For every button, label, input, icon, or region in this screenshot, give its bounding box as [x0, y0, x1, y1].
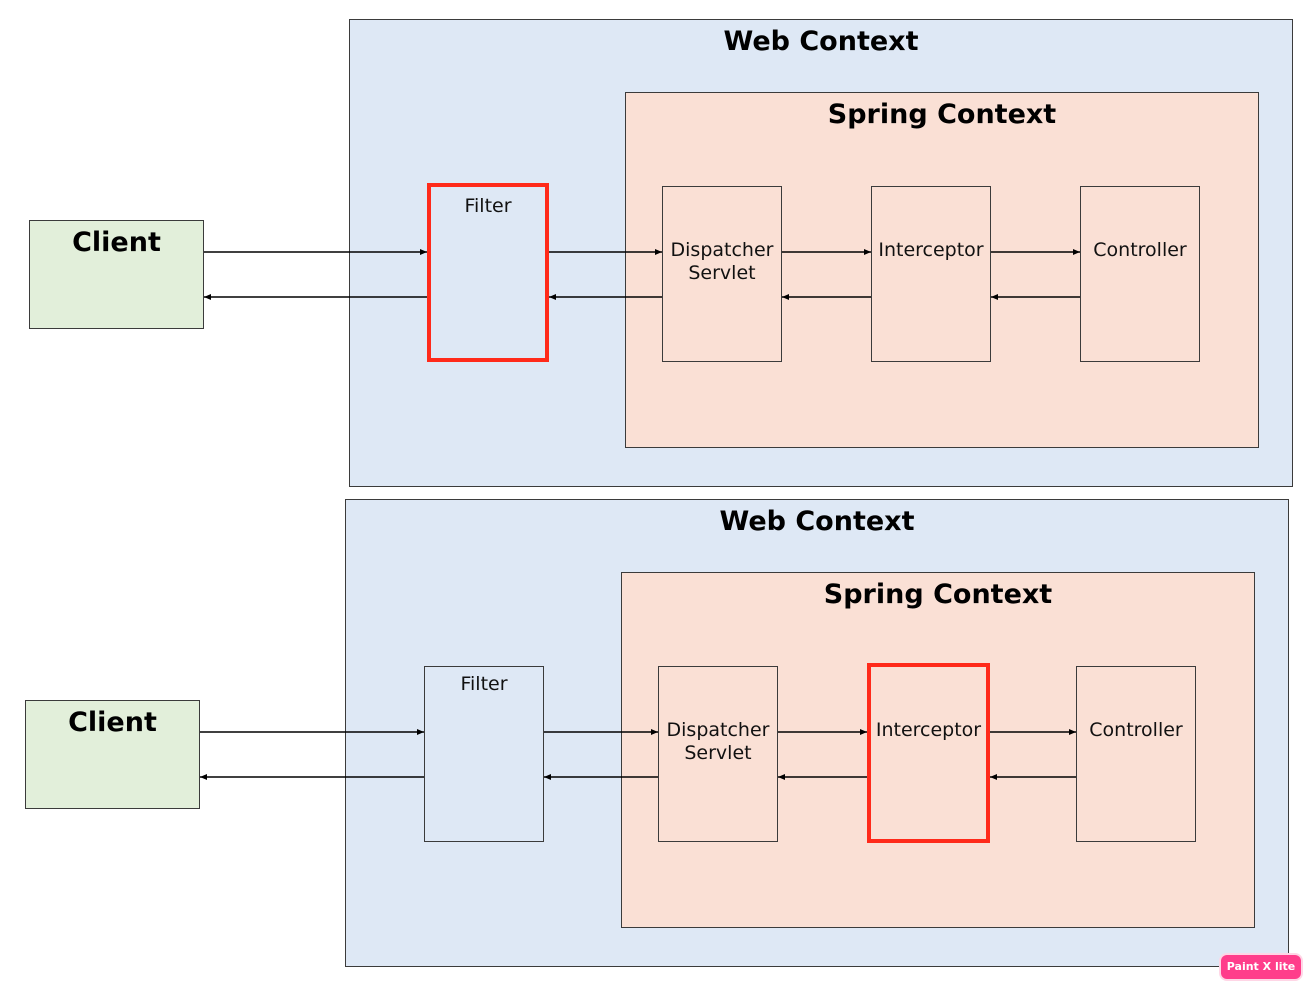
interceptor-box-2: Interceptor [867, 663, 990, 843]
dispatcher-line-2: Dispatcher [666, 719, 770, 741]
filter-box-2: Filter [424, 666, 544, 842]
client-box-1: Client [29, 220, 204, 329]
web-context-title-1: Web Context [723, 26, 919, 57]
web-context-title-2: Web Context [719, 506, 915, 537]
filter-label-1: Filter [464, 195, 512, 217]
dispatcher-servlet-box-1: Dispatcher Servlet [662, 186, 782, 362]
filter-box-1: Filter [427, 183, 549, 362]
spring-context-title-2: Spring Context [823, 579, 1053, 610]
servlet-line-1: Servlet [688, 262, 756, 284]
client-label-1: Client [72, 227, 161, 258]
dispatcher-servlet-label-2: Dispatcher Servlet [659, 719, 777, 765]
client-box-2: Client [25, 700, 200, 809]
interceptor-box-1: Interceptor [871, 186, 991, 362]
controller-label-2: Controller [1089, 719, 1183, 741]
interceptor-label-2: Interceptor [875, 719, 982, 741]
controller-box-2: Controller [1076, 666, 1196, 842]
dispatcher-servlet-box-2: Dispatcher Servlet [658, 666, 778, 842]
dispatcher-line-1: Dispatcher [670, 239, 774, 261]
controller-label-1: Controller [1093, 239, 1187, 261]
dispatcher-servlet-label-1: Dispatcher Servlet [663, 239, 781, 285]
paint-x-lite-watermark: Paint X lite [1221, 955, 1301, 979]
controller-box-1: Controller [1080, 186, 1200, 362]
interceptor-label-1: Interceptor [878, 239, 984, 261]
servlet-line-2: Servlet [684, 742, 752, 764]
client-label-2: Client [68, 707, 157, 738]
filter-label-2: Filter [460, 673, 508, 695]
spring-context-title-1: Spring Context [827, 99, 1057, 130]
